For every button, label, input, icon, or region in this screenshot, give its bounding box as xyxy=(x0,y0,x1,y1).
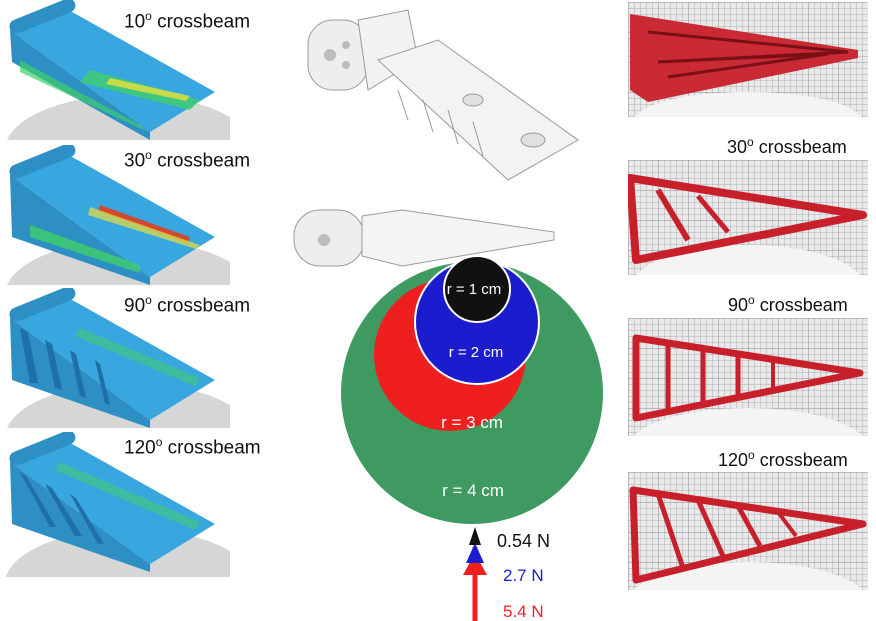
joint-roll xyxy=(9,0,76,34)
stress-green xyxy=(75,328,200,386)
simulation-panel-90: 90o crossbeam xyxy=(0,288,250,428)
simulation-figure-30 xyxy=(7,145,230,285)
printed-beam-90 xyxy=(632,334,864,436)
crossbeam xyxy=(735,504,763,548)
cad-isometric xyxy=(298,0,588,190)
force-label-2-7: 2.7 N xyxy=(503,566,544,585)
cad-side-figure xyxy=(293,209,555,267)
circle-r1 xyxy=(443,255,511,323)
joint-hole xyxy=(342,41,350,49)
crossbeam xyxy=(776,510,798,538)
boss xyxy=(462,93,484,107)
printed-beam xyxy=(632,334,864,422)
rib xyxy=(447,109,459,145)
crossbeam xyxy=(696,194,730,234)
circle-label-r3: r = 3 cm xyxy=(441,413,503,432)
simulation-panel-120: 120o crossbeam xyxy=(0,432,261,577)
circle-label-r1: r = 1 cm xyxy=(447,281,502,298)
photo-120 xyxy=(628,472,868,590)
simulation-label-90: 90o crossbeam xyxy=(124,293,251,317)
printed-beam xyxy=(628,174,867,264)
printed-beam-120 xyxy=(629,486,867,590)
printed-beam xyxy=(629,486,867,584)
force-arrows: 0.54 N 2.7 N 5.4 N xyxy=(463,527,550,621)
simulation-panel-30: 30o crossbeam xyxy=(0,145,250,285)
photo-10 xyxy=(628,2,868,117)
joint-hole xyxy=(342,61,350,69)
simulation-panel-10: 10o crossbeam xyxy=(0,0,250,140)
stress-yellow xyxy=(88,207,200,249)
photo-90 xyxy=(628,318,868,436)
crossbeam xyxy=(95,360,110,405)
finger-segment-cad-icon xyxy=(307,9,579,181)
photo-30 xyxy=(628,160,868,275)
printed-beam-30 xyxy=(628,174,867,275)
circle-label-r2: r = 2 cm xyxy=(449,344,504,361)
cad-side-view xyxy=(292,196,557,276)
support-dome xyxy=(633,408,863,436)
crossbeam xyxy=(20,472,56,527)
force-label-0-54: 0.54 N xyxy=(497,531,550,551)
beam-body xyxy=(361,209,555,267)
force-arrow-head-2-7 xyxy=(466,543,484,563)
boss xyxy=(520,132,546,148)
rib xyxy=(472,121,484,157)
circle-label-r4: r = 4 cm xyxy=(442,481,504,500)
crossbeam xyxy=(45,340,62,390)
force-arrow-head-5-4 xyxy=(463,553,487,575)
joint-roll xyxy=(9,145,76,179)
crossbeam-lines xyxy=(647,30,849,79)
photo-label-90: 90o crossbeam xyxy=(728,293,848,315)
printed-beam-10 xyxy=(630,14,862,117)
crossbeam xyxy=(70,350,86,398)
force-label-5-4: 5.4 N xyxy=(503,602,544,621)
joint-hole xyxy=(318,234,330,246)
simulation-label-10: 10o crossbeam xyxy=(124,9,251,33)
rib xyxy=(397,89,409,121)
simulation-figure-90 xyxy=(7,288,230,428)
crossbeam xyxy=(695,498,726,558)
joint-roll xyxy=(9,432,76,466)
force-arrow-head-0-54 xyxy=(469,527,481,545)
crossbeam xyxy=(70,494,104,544)
stress-green xyxy=(55,462,200,530)
simulation-label-30: 30o crossbeam xyxy=(124,148,251,172)
crossbeam xyxy=(655,188,691,242)
photo-label-120: 120o crossbeam xyxy=(718,448,848,470)
simulation-label-120: 120o crossbeam xyxy=(124,435,261,459)
simulation-figure-10 xyxy=(7,0,230,140)
support-dome xyxy=(634,92,862,117)
photo-label-30: 30o crossbeam xyxy=(727,135,847,157)
rib xyxy=(422,99,434,133)
joint-hole xyxy=(324,49,336,61)
contact-radius-diagram: r = 1 cm r = 2 cm r = 3 cm r = 4 cm xyxy=(341,255,603,524)
simulation-figure-120 xyxy=(6,432,230,577)
beam-side xyxy=(10,462,150,572)
stress-green xyxy=(20,60,148,132)
crossbeam xyxy=(45,484,82,536)
stress-green xyxy=(30,225,140,273)
stress-red xyxy=(98,205,190,243)
crossbeam xyxy=(655,493,686,569)
beam-top-surface xyxy=(10,296,215,420)
joint-roll xyxy=(9,288,76,322)
stress-yellow xyxy=(106,78,190,101)
crossbeam xyxy=(20,328,38,383)
beam-body xyxy=(377,39,579,181)
support-dome xyxy=(636,245,860,275)
